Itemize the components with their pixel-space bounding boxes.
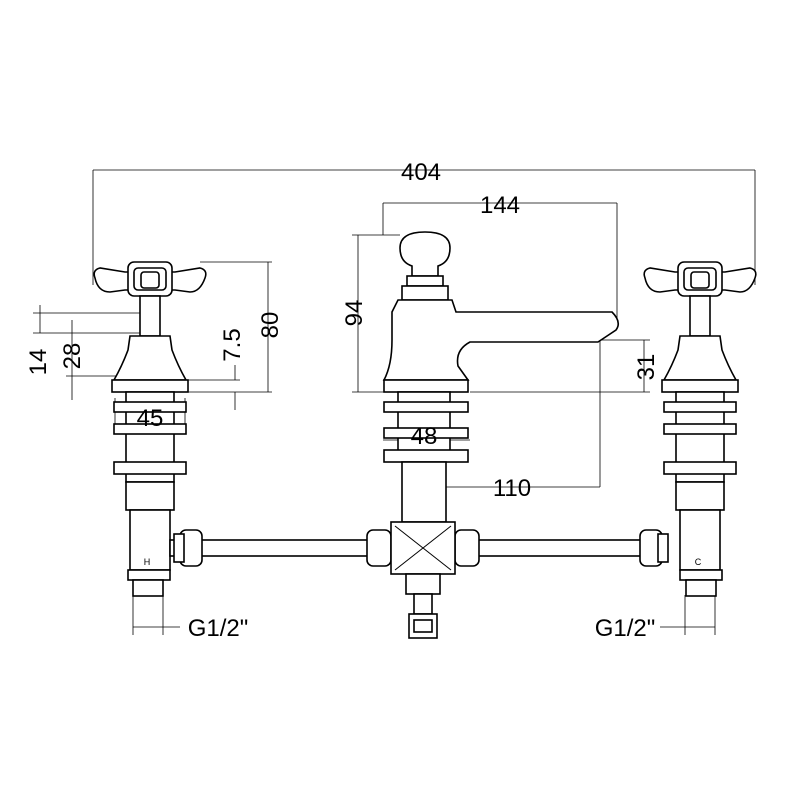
dim-28: 28 bbox=[59, 343, 86, 370]
connection-right-label: G1/2" bbox=[595, 615, 656, 642]
cold-mark: C bbox=[695, 557, 702, 567]
dim-31: 31 bbox=[633, 354, 660, 381]
dim-144: 144 bbox=[480, 192, 520, 219]
connection-left-label: G1/2" bbox=[188, 615, 249, 642]
spout bbox=[382, 231, 620, 523]
hot-mark: H bbox=[144, 557, 151, 567]
dim-45: 45 bbox=[137, 405, 164, 432]
right-valve bbox=[643, 261, 757, 597]
dim-404: 404 bbox=[401, 159, 441, 186]
dimension-labels: 404 144 94 80 7.5 14 28 31 45 48 110 G1/… bbox=[25, 159, 702, 642]
dim-110: 110 bbox=[493, 475, 531, 502]
dim-14: 14 bbox=[25, 349, 52, 376]
dim-48: 48 bbox=[411, 423, 438, 450]
dim-80: 80 bbox=[257, 312, 284, 339]
connecting-pipe bbox=[169, 521, 669, 639]
dimension-lines bbox=[33, 169, 756, 635]
dim-7-5: 7.5 bbox=[219, 328, 246, 361]
left-valve bbox=[93, 261, 207, 597]
dim-94: 94 bbox=[341, 300, 368, 327]
